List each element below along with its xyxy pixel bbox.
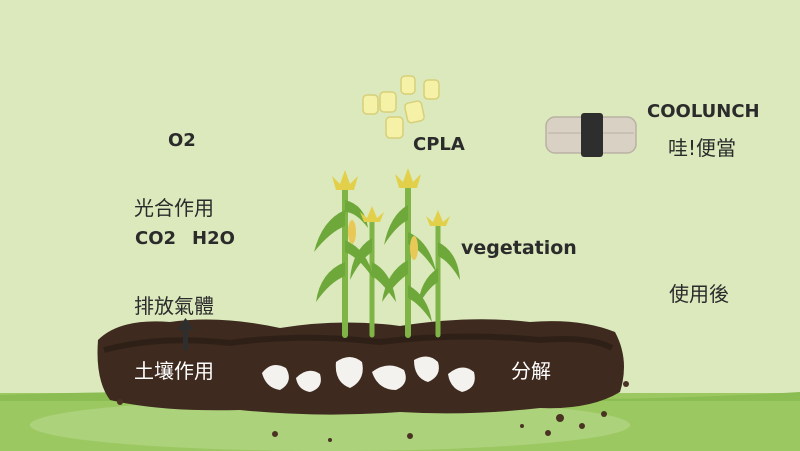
brand-cn-label: 哇!便當 bbox=[668, 136, 737, 160]
corn-plants bbox=[314, 168, 460, 338]
co2-label: CO2 bbox=[135, 228, 177, 249]
soil-crumbs bbox=[117, 381, 629, 442]
cpla-pellets-icon bbox=[362, 75, 440, 139]
after-use-label: 使用後 bbox=[669, 282, 729, 306]
cpla-label: CPLA bbox=[413, 134, 465, 155]
soil-action-label: 土壤作用 bbox=[134, 359, 214, 383]
brand-label: COOLUNCH bbox=[647, 101, 760, 122]
up-arrow-icon bbox=[177, 318, 194, 350]
vegetation-label: vegetation bbox=[461, 237, 577, 259]
o2-label: O2 bbox=[168, 130, 196, 151]
decompose-label: 分解 bbox=[511, 359, 551, 383]
soil-pores bbox=[262, 356, 475, 392]
emission-label: 排放氣體 bbox=[134, 294, 214, 318]
h2o-label: H2O bbox=[192, 228, 235, 249]
soil-mound bbox=[97, 319, 629, 442]
lunch-box-icon bbox=[545, 113, 637, 157]
photosynthesis-label: 光合作用 bbox=[134, 196, 214, 220]
